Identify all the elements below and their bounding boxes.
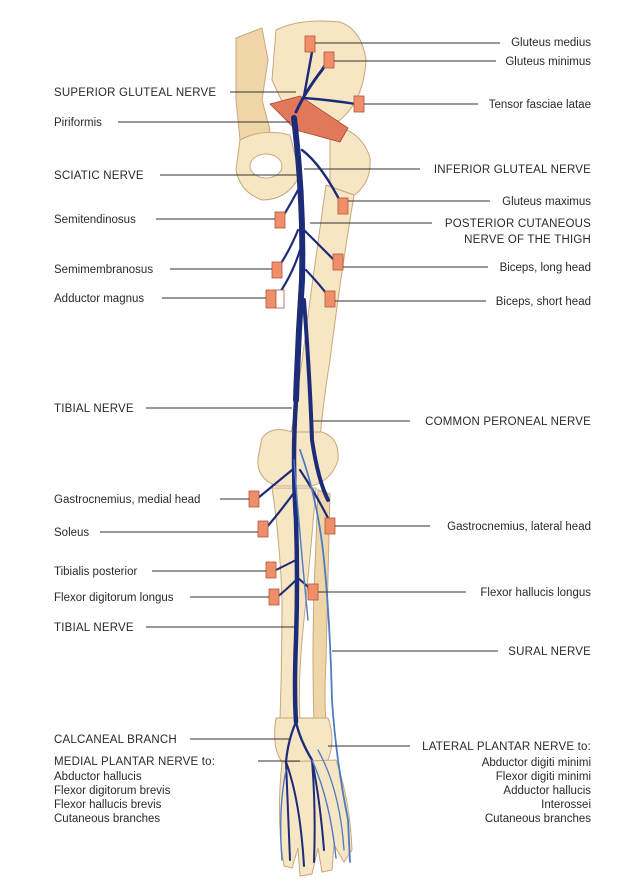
common-peroneal-path	[302, 298, 330, 502]
label-medial-plantar-nerve: MEDIAL PLANTAR NERVE to:	[54, 756, 215, 768]
labels: Gluteus medius Gluteus minimus Tensor fa…	[54, 37, 591, 825]
tag-biceps-short	[324, 290, 336, 308]
label-biceps-short-head: Biceps, short head	[496, 296, 591, 308]
tag-flexor-digitorum-longus	[268, 588, 280, 606]
label-calcaneal-branch: CALCANEAL BRANCH	[54, 734, 177, 746]
tag-semitendinosus	[274, 211, 286, 229]
tibial-path	[291, 397, 300, 725]
tag-gastrocnemius-medial	[248, 490, 260, 508]
femur	[289, 184, 355, 441]
label-lateral-list-3: Interossei	[541, 799, 591, 811]
label-gluteus-maximus: Gluteus maximus	[502, 196, 591, 208]
tag-tibialis-posterior	[265, 561, 277, 579]
muscle-tags	[248, 35, 365, 606]
fibula	[312, 489, 331, 723]
tag-adductor-magnus-white	[275, 289, 285, 309]
tag-tensor-fasciae	[353, 95, 365, 113]
label-inferior-gluteal-nerve: INFERIOR GLUTEAL NERVE	[434, 164, 591, 176]
sacrum	[235, 27, 271, 151]
label-posterior-cutaneous-1: POSTERIOR CUTANEOUS	[445, 218, 591, 230]
label-tibial-nerve-lower: TIBIAL NERVE	[54, 622, 134, 634]
tag-biceps-long	[332, 253, 344, 271]
sciatic-trunk	[291, 115, 306, 403]
tag-gastrocnemius-lateral	[324, 517, 336, 535]
label-common-peroneal-nerve: COMMON PERONEAL NERVE	[425, 416, 591, 428]
label-semitendinosus: Semitendinosus	[54, 214, 136, 226]
label-gastrocnemius-lateral: Gastrocnemius, lateral head	[447, 521, 591, 533]
label-superior-gluteal-nerve: SUPERIOR GLUTEAL NERVE	[54, 87, 216, 99]
tag-soleus	[257, 520, 269, 538]
skeleton	[235, 20, 371, 877]
label-flexor-hallucis-longus: Flexor hallucis longus	[480, 587, 591, 599]
label-sural-nerve: SURAL NERVE	[508, 646, 591, 658]
label-flexor-digitorum-longus: Flexor digitorum longus	[54, 592, 174, 604]
tag-adductor-magnus	[265, 289, 277, 309]
tag-gluteus-medius	[304, 35, 316, 53]
label-lateral-list-1: Flexor digiti minimi	[496, 771, 591, 783]
label-lateral-plantar-nerve: LATERAL PLANTAR NERVE to:	[422, 741, 591, 753]
label-soleus: Soleus	[54, 527, 89, 539]
label-lateral-list-2: Adductor hallucis	[503, 785, 591, 797]
label-semimembranosus: Semimembranosus	[54, 264, 153, 276]
label-lateral-list-0: Abductor digiti minimi	[482, 757, 591, 769]
obturator-foramen	[249, 153, 283, 179]
label-gluteus-medius: Gluteus medius	[511, 37, 591, 49]
label-gastrocnemius-medial: Gastrocnemius, medial head	[54, 494, 200, 506]
tag-gluteus-minimus	[323, 51, 335, 69]
tag-semimembranosus	[271, 261, 283, 279]
label-adductor-magnus: Adductor magnus	[54, 293, 144, 305]
piriformis-muscle	[269, 95, 349, 143]
label-biceps-long-head: Biceps, long head	[500, 262, 591, 274]
label-tibial-nerve-upper: TIBIAL NERVE	[54, 403, 134, 415]
tag-flexor-hallucis-longus	[307, 583, 319, 601]
label-medial-list-1: Flexor digitorum brevis	[54, 785, 171, 797]
label-lateral-list-4: Cutaneous branches	[485, 813, 591, 825]
sural-path	[299, 449, 351, 863]
leader-lines	[100, 42, 500, 762]
label-medial-list-2: Flexor hallucis brevis	[54, 799, 162, 811]
label-piriformis: Piriformis	[54, 117, 102, 129]
label-posterior-cutaneous-2: NERVE OF THE THIGH	[464, 234, 591, 246]
label-medial-list-0: Abductor hallucis	[54, 771, 142, 783]
label-tibialis-posterior: Tibialis posterior	[54, 566, 137, 578]
label-sciatic-nerve: SCIATIC NERVE	[54, 170, 144, 182]
label-medial-list-3: Cutaneous branches	[54, 813, 160, 825]
femoral-condyles	[257, 429, 339, 487]
tag-gluteus-maximus	[337, 197, 349, 215]
label-gluteus-minimus: Gluteus minimus	[505, 56, 591, 68]
label-tensor-fasciae-latae: Tensor fasciae latae	[489, 99, 591, 111]
